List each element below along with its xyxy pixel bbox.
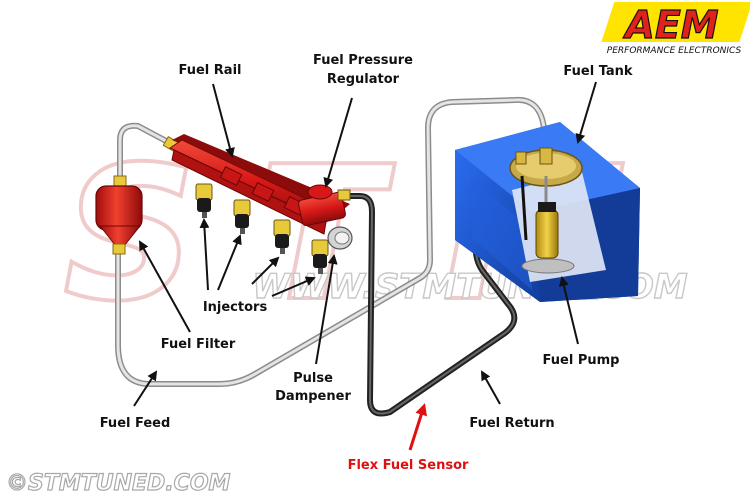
label-fuel-tank: Fuel Tank: [563, 64, 633, 79]
fuel-filter: [95, 175, 143, 255]
pulse-dampener: [327, 226, 353, 250]
aem-logo-brand: AEM: [622, 3, 718, 47]
fuel-pump: [521, 202, 575, 274]
fuel-feed-arrow: [133, 370, 158, 407]
fpr-arrow: [323, 97, 353, 188]
fuel-tank: [455, 122, 640, 302]
label-pulse-dampener-line1: Pulse: [293, 371, 333, 386]
fuel-filter-arrow: [139, 240, 191, 333]
labels: Fuel Rail Fuel Pressure Regulator Fuel T…: [100, 53, 633, 473]
label-flex-fuel-sensor: Flex Fuel Sensor: [348, 458, 469, 473]
injector: [233, 199, 251, 234]
injector: [195, 183, 213, 218]
aem-logo-tagline: PERFORMANCE ELECTRONICS: [607, 46, 742, 56]
injectors: [195, 183, 329, 274]
aem-logo: AEM PERFORMANCE ELECTRONICS: [601, 2, 750, 56]
flex-fuel-sensor-arrow: [408, 403, 427, 451]
injector-arrow-2: [217, 234, 242, 291]
label-fuel-feed: Fuel Feed: [100, 416, 171, 431]
injector-arrow-3: [251, 256, 280, 285]
label-pulse-dampener-line2: Dampener: [275, 389, 351, 404]
label-fpr-line1: Fuel Pressure: [313, 53, 413, 68]
pulse-dampener-arrow: [315, 254, 338, 365]
fuel-pump-arrow: [559, 276, 579, 345]
label-fuel-rail: Fuel Rail: [179, 63, 242, 78]
label-fuel-filter: Fuel Filter: [161, 337, 236, 352]
copyright-watermark: ©STMTUNED.COM: [6, 471, 231, 496]
leader-arrows: [133, 81, 597, 407]
label-fuel-pump: Fuel Pump: [543, 353, 620, 368]
injector-arrow-1: [199, 218, 210, 291]
injector-arrow-4: [271, 276, 316, 297]
fuel-tank-arrow: [575, 81, 597, 144]
fuel-rail-arrow: [212, 83, 235, 158]
fuel-return-arrow: [481, 370, 501, 405]
fuel-feed-line: [115, 96, 549, 387]
injector: [273, 219, 291, 254]
fuel-rail: [162, 134, 350, 235]
label-injectors: Injectors: [203, 300, 268, 315]
label-fpr-line2: Regulator: [327, 72, 400, 87]
label-fuel-return: Fuel Return: [469, 416, 554, 431]
injector: [311, 239, 329, 274]
fuel-pressure-regulator: [298, 184, 351, 227]
